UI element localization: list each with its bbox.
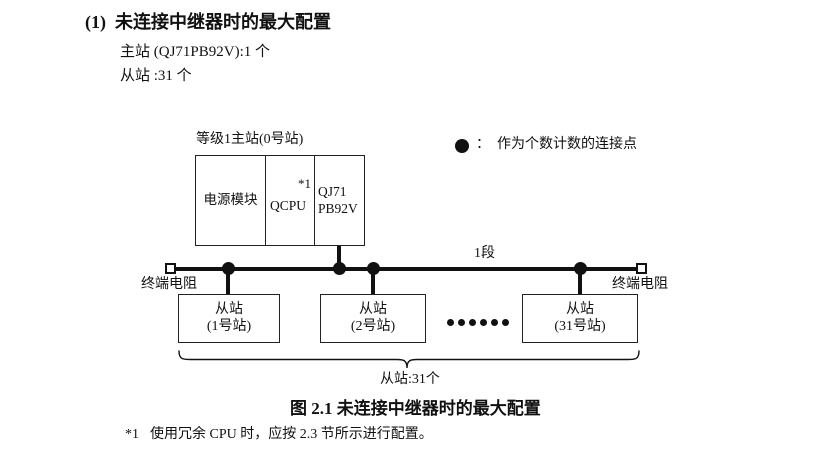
ellipsis-dots-icon xyxy=(447,319,509,326)
master-station-label: 等级1主站(0号站) xyxy=(196,132,304,147)
slave-station-1-line2: (1号站) xyxy=(206,318,252,334)
segment-label: 1段 xyxy=(474,246,495,261)
slave-count-line: 从站 :31 个 xyxy=(120,68,192,84)
connection-dot-slave31 xyxy=(574,262,587,275)
bus-line xyxy=(172,267,640,271)
pb92v-module-cell: QJ71 PB92V xyxy=(315,156,364,245)
slave-station-2-line2: (2号站) xyxy=(350,318,396,334)
footnote-text: 使用冗余 CPU 时，应按 2.3 节所示进行配置。 xyxy=(150,427,433,442)
module-name-line1: QJ71 xyxy=(318,184,347,200)
slave-station-2-box: 从站 (2号站) xyxy=(320,294,426,343)
connection-point-dot-icon xyxy=(455,138,469,153)
slave-count-label: 从站:31个 xyxy=(380,372,440,387)
figure-caption: 图 2.1 未连接中继器时的最大配置 xyxy=(290,399,541,418)
terminating-resistor-right-icon xyxy=(636,263,647,274)
slave-station-31-line2: (31号站) xyxy=(554,318,606,334)
cpu-footnote-marker: *1 xyxy=(298,176,311,191)
slave-group-brace xyxy=(178,350,640,369)
slave-station-1-line1: 从站 xyxy=(215,301,243,317)
legend-label: 作为个数计数的连接点 xyxy=(497,137,637,153)
terminating-resistor-left-icon xyxy=(165,263,176,274)
master-drop-line xyxy=(337,246,341,269)
connection-dot-slave1 xyxy=(222,262,235,275)
slave-station-2-line1: 从站 xyxy=(359,301,387,317)
slave1-drop-line xyxy=(226,270,230,294)
footnote-marker: *1 xyxy=(125,427,139,442)
slave-station-31-box: 从站 (31号站) xyxy=(522,294,638,343)
power-module-label: 电源模块 xyxy=(203,192,258,208)
terminating-resistor-right-label: 终端电阻 xyxy=(612,277,668,292)
connection-dot-slave2 xyxy=(367,262,380,275)
terminating-resistor-left-label: 终端电阻 xyxy=(141,277,197,292)
master-count-line: 主站 (QJ71PB92V):1 个 xyxy=(120,44,271,60)
legend-separator: ： xyxy=(476,137,490,153)
slave-station-1-box: 从站 (1号站) xyxy=(178,294,280,343)
section-heading-number: (1) xyxy=(85,12,106,32)
power-module-cell: 电源模块 xyxy=(196,156,266,245)
cpu-cell: *1 QCPU xyxy=(266,156,315,245)
footnote: *1 使用冗余 CPU 时，应按 2.3 节所示进行配置。 xyxy=(125,427,433,444)
slave31-drop-line xyxy=(578,270,582,294)
section-heading-text: 未连接中继器时的最大配置 xyxy=(115,12,331,32)
section-heading: (1) 未连接中继器时的最大配置 xyxy=(85,12,331,34)
slave2-drop-line xyxy=(371,270,375,294)
legend: ： 作为个数计数的连接点 xyxy=(455,137,637,154)
slave-station-31-line1: 从站 xyxy=(566,301,594,317)
master-rack-box: 电源模块 *1 QCPU QJ71 PB92V xyxy=(195,155,365,246)
module-name-line2: PB92V xyxy=(318,200,358,216)
cpu-label: QCPU xyxy=(270,198,307,214)
